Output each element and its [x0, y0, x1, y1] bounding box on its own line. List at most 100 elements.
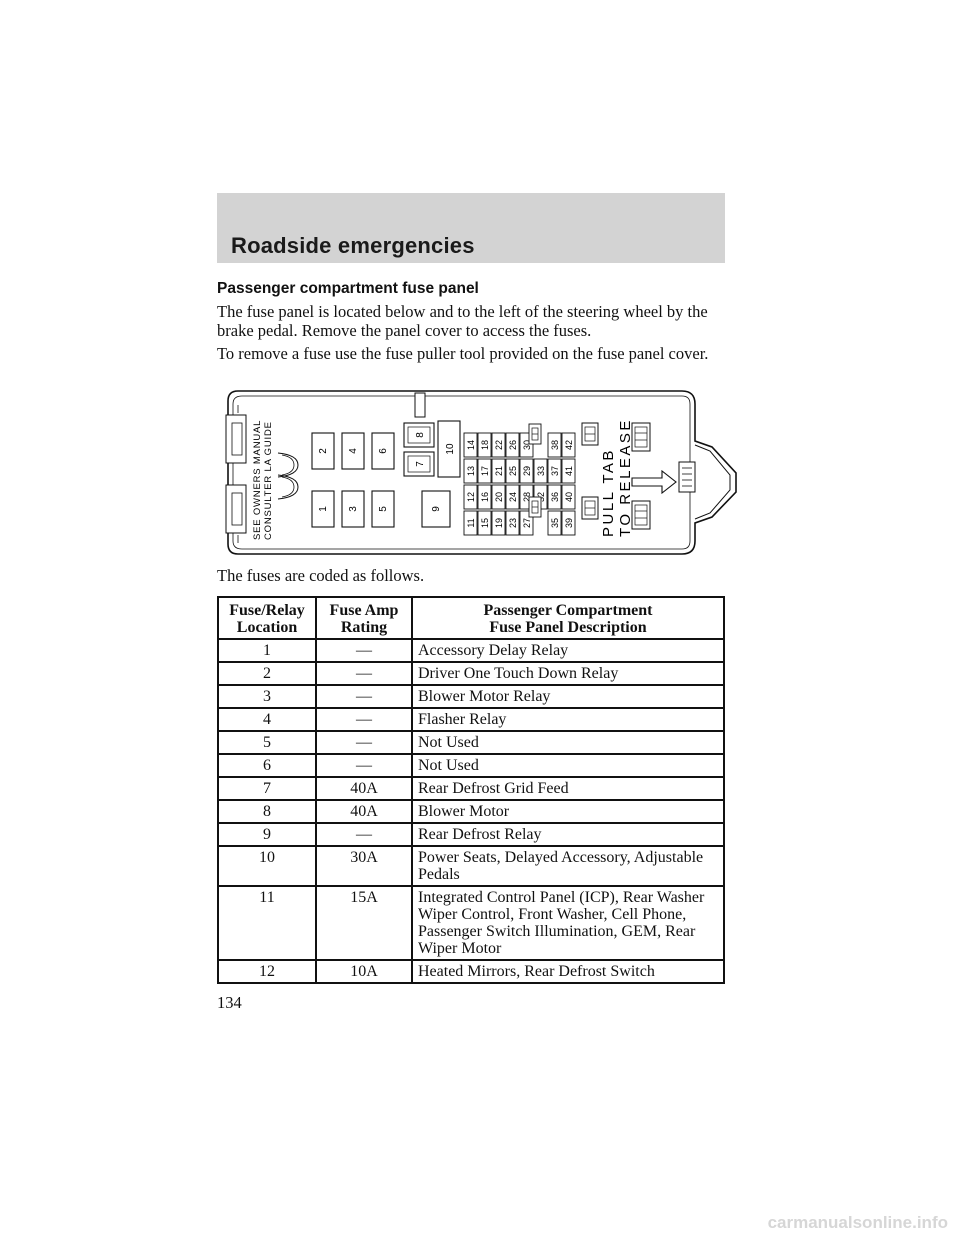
table-cell-location: 7	[217, 776, 317, 801]
table-cell-location: 6	[217, 753, 317, 778]
table-cell-amp-rating: 15A	[315, 885, 413, 961]
svg-text:1: 1	[318, 506, 329, 512]
mini-fuse-13: 13	[463, 458, 478, 484]
svg-text:2: 2	[318, 448, 329, 454]
svg-text:20: 20	[494, 492, 504, 502]
table-cell-description: Heated Mirrors, Rear Defrost Switch	[411, 959, 725, 984]
svg-text:25: 25	[508, 466, 518, 476]
table-cell-description: Driver One Touch Down Relay	[411, 661, 725, 686]
table-cell-amp-rating: 40A	[315, 776, 413, 801]
table-cell-description: Accessory Delay Relay	[411, 638, 725, 663]
connector-bottom	[631, 500, 651, 530]
mini-fuse-22: 22	[491, 432, 506, 458]
mini-fuse-42: 42	[561, 432, 576, 458]
table-cell-location: 5	[217, 730, 317, 755]
table-header-line: Location	[236, 619, 298, 636]
table-header-line: Fuse Amp	[329, 602, 399, 619]
left-clip-bottom	[225, 484, 247, 534]
svg-text:6: 6	[378, 448, 389, 454]
svg-text:41: 41	[564, 466, 574, 476]
table-row: 6—Not Used	[217, 753, 725, 778]
svg-text:12: 12	[466, 492, 476, 502]
svg-text:30: 30	[522, 440, 532, 450]
svg-text:27: 27	[522, 518, 532, 528]
side-text-english: SEE OWNERS MANUAL	[252, 420, 263, 540]
svg-text:13: 13	[466, 466, 476, 476]
relay-5: 5	[371, 490, 395, 528]
pull-tab-text-1: PULL TAB	[600, 448, 617, 537]
table-row: 1—Accessory Delay Relay	[217, 638, 725, 663]
svg-text:15: 15	[480, 518, 490, 528]
table-cell-amp-rating: 10A	[315, 959, 413, 984]
table-row: 9—Rear Defrost Relay	[217, 822, 725, 847]
table-cell-amp-rating: —	[315, 661, 413, 686]
pull-tab-text-2: TO RELEASE	[617, 418, 634, 537]
table-cell-location: 9	[217, 822, 317, 847]
table-cell-description: Blower Motor Relay	[411, 684, 725, 709]
svg-text:4: 4	[348, 448, 359, 454]
relay-3: 3	[341, 490, 365, 528]
mini-fuse-35: 35	[547, 510, 562, 536]
table-cell-location: 4	[217, 707, 317, 732]
small-relay-right-top	[581, 422, 599, 446]
svg-text:36: 36	[550, 492, 560, 502]
table-cell-description: Rear Defrost Relay	[411, 822, 725, 847]
diode-31	[528, 423, 542, 445]
table-cell-amp-rating: —	[315, 753, 413, 778]
svg-text:8: 8	[415, 432, 426, 438]
relay-9: 9	[421, 490, 451, 528]
table-cell-amp-rating: 30A	[315, 845, 413, 887]
mini-fuse-grid: 1112131415161718192021222324252627282930…	[463, 432, 576, 536]
mini-fuse-15: 15	[477, 510, 492, 536]
mini-fuse-24: 24	[505, 484, 520, 510]
table-cell-amp-rating: —	[315, 707, 413, 732]
table-cell-description: Power Seats, Delayed Accessory, Adjustab…	[411, 845, 725, 887]
mini-fuse-12: 12	[463, 484, 478, 510]
table-cell-amp-rating: —	[315, 730, 413, 755]
table-cell-amp-rating: —	[315, 822, 413, 847]
table-header-line: Passenger Compartment	[483, 602, 653, 619]
svg-text:26: 26	[508, 440, 518, 450]
fuse-panel-diagram: SEE OWNERS MANUAL CONSULTER LA GUIDE 2 4…	[225, 390, 737, 555]
mini-fuse-11: 11	[463, 510, 478, 536]
chapter-header: Roadside emergencies	[217, 193, 725, 263]
svg-text:39: 39	[564, 518, 574, 528]
removal-paragraph: To remove a fuse use the fuse puller too…	[217, 344, 709, 363]
fuse-10: 10	[437, 420, 461, 478]
mini-fuse-18: 18	[477, 432, 492, 458]
table-cell-location: 3	[217, 684, 317, 709]
mini-fuse-38: 38	[547, 432, 562, 458]
svg-text:16: 16	[480, 492, 490, 502]
svg-text:40: 40	[564, 492, 574, 502]
table-cell-location: 10	[217, 845, 317, 887]
mini-fuse-33: 33	[533, 458, 548, 484]
svg-text:22: 22	[494, 440, 504, 450]
table-header-line: Fuse Panel Description	[489, 619, 647, 636]
table-cell-location: 11	[217, 885, 317, 961]
svg-text:17: 17	[480, 466, 490, 476]
fuse-7: 7	[403, 451, 435, 477]
table-cell-description: Integrated Control Panel (ICP), Rear Was…	[411, 885, 725, 961]
svg-text:7: 7	[415, 461, 426, 467]
left-clip-top	[225, 414, 247, 464]
mini-fuse-20: 20	[491, 484, 506, 510]
mini-fuse-14: 14	[463, 432, 478, 458]
mini-fuse-19: 19	[491, 510, 506, 536]
mini-fuse-39: 39	[561, 510, 576, 536]
side-text-french: CONSULTER LA GUIDE	[263, 421, 274, 540]
coding-paragraph: The fuses are coded as follows.	[217, 566, 425, 585]
mini-fuse-17: 17	[477, 458, 492, 484]
svg-text:19: 19	[494, 518, 504, 528]
table-cell-location: 1	[217, 638, 317, 663]
mini-fuse-25: 25	[505, 458, 520, 484]
svg-text:18: 18	[480, 440, 490, 450]
table-cell-amp-rating: —	[315, 638, 413, 663]
table-cell-description: Rear Defrost Grid Feed	[411, 776, 725, 801]
